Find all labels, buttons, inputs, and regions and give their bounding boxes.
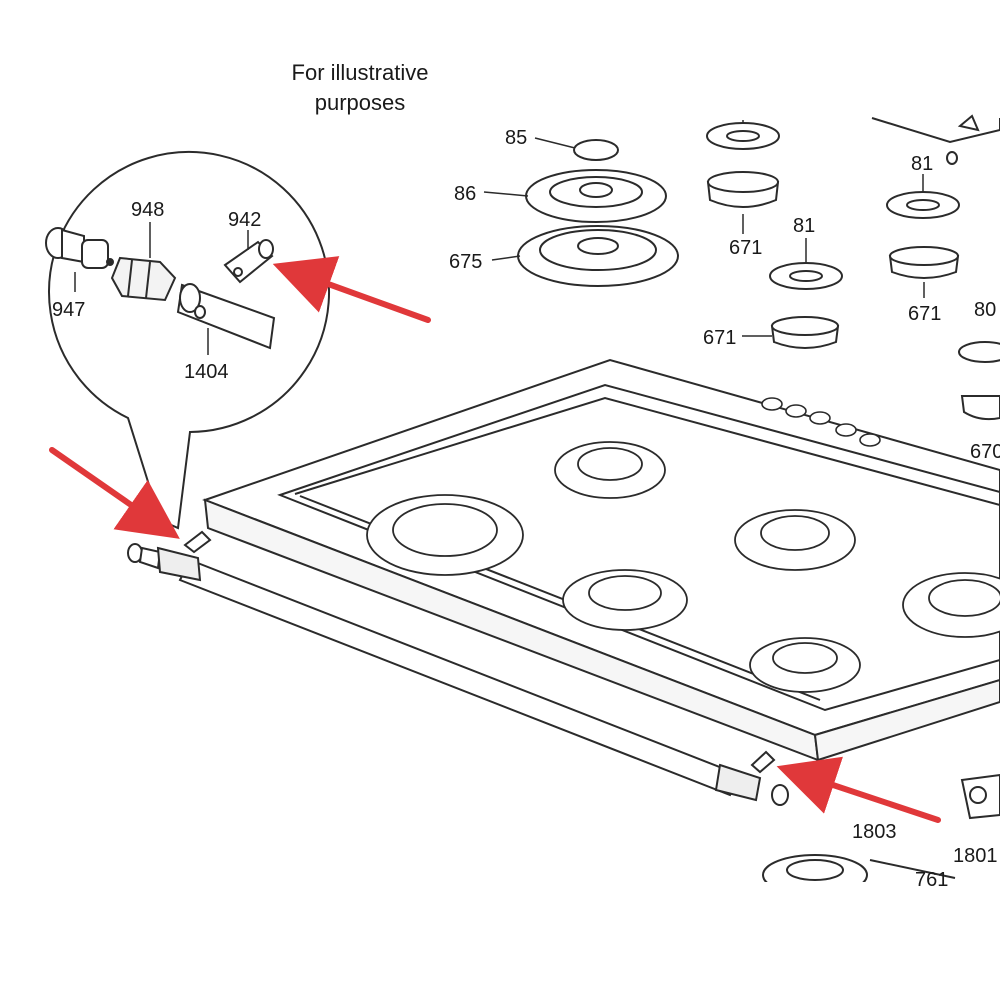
- label-675: 675: [449, 251, 482, 273]
- callout-leaders: [74, 222, 249, 355]
- control-holes: [761, 397, 881, 447]
- front-rod-assembly: [127, 530, 789, 806]
- label-86: 86: [454, 183, 476, 205]
- label-671-a: 671: [729, 237, 762, 259]
- burner-well-front-center: [562, 569, 688, 631]
- part-1801-valve: [960, 773, 1000, 820]
- part-81-ring-top: [706, 122, 780, 150]
- arrow-to-left-rod-end: [49, 447, 180, 539]
- label-671-b: 671: [703, 327, 736, 349]
- part-85-cap: [573, 139, 619, 161]
- part-671-burner-b: [770, 316, 840, 349]
- label-670: 670: [970, 441, 1000, 463]
- part-86-grate-cap: [525, 169, 667, 223]
- part-671-burner-c: [888, 246, 960, 279]
- burner-well-front-right: [749, 637, 861, 693]
- cooktop-inner-tray: [277, 383, 1000, 712]
- arrow-to-right-rod-end: [776, 756, 941, 823]
- bottom-crop-mask: [740, 882, 1000, 1000]
- label-1404: 1404: [184, 361, 229, 383]
- label-948: 948: [131, 199, 164, 221]
- cooktop-frame: [202, 358, 1000, 762]
- burner-leaders: [483, 120, 925, 337]
- label-671-c: 671: [908, 303, 941, 325]
- label-942: 942: [228, 209, 261, 231]
- burner-well-back-left: [554, 441, 666, 499]
- part-81-ring-right: [886, 191, 960, 219]
- red-arrows: [49, 256, 941, 823]
- arrow-to-942: [272, 256, 431, 323]
- label-81-b: 81: [911, 153, 933, 175]
- label-947: 947: [52, 299, 85, 321]
- caption-line-1: For illustrative: [291, 60, 429, 85]
- label-1801: 1801: [953, 845, 998, 867]
- part-670-burner: [960, 395, 1000, 421]
- part-942-end-cap: [223, 239, 274, 284]
- part-675-burner-base: [517, 225, 679, 287]
- caption-line-2: purposes: [314, 90, 406, 115]
- label-1803: 1803: [852, 821, 897, 843]
- part-948-sleeve: [110, 256, 177, 302]
- part-81-ring-middle: [769, 262, 843, 290]
- burner-well-front-left: [366, 494, 524, 576]
- part-1404-rod: [176, 283, 276, 350]
- burner-wells: [366, 441, 1000, 693]
- label-761: 761: [915, 869, 948, 891]
- part-81-clip: [946, 151, 958, 165]
- top-right-panel-corner: [871, 114, 1000, 144]
- label-85: 85: [505, 127, 527, 149]
- label-80: 80: [974, 299, 996, 321]
- part-80-ring: [958, 341, 1000, 363]
- illustrative-caption: For illustrative purposes: [230, 58, 490, 118]
- part-947-knob: [45, 227, 114, 269]
- label-81-a: 81: [793, 215, 815, 237]
- burner-well-center: [734, 509, 856, 571]
- burner-well-right: [902, 572, 1000, 638]
- part-671-burner-a: [706, 171, 780, 208]
